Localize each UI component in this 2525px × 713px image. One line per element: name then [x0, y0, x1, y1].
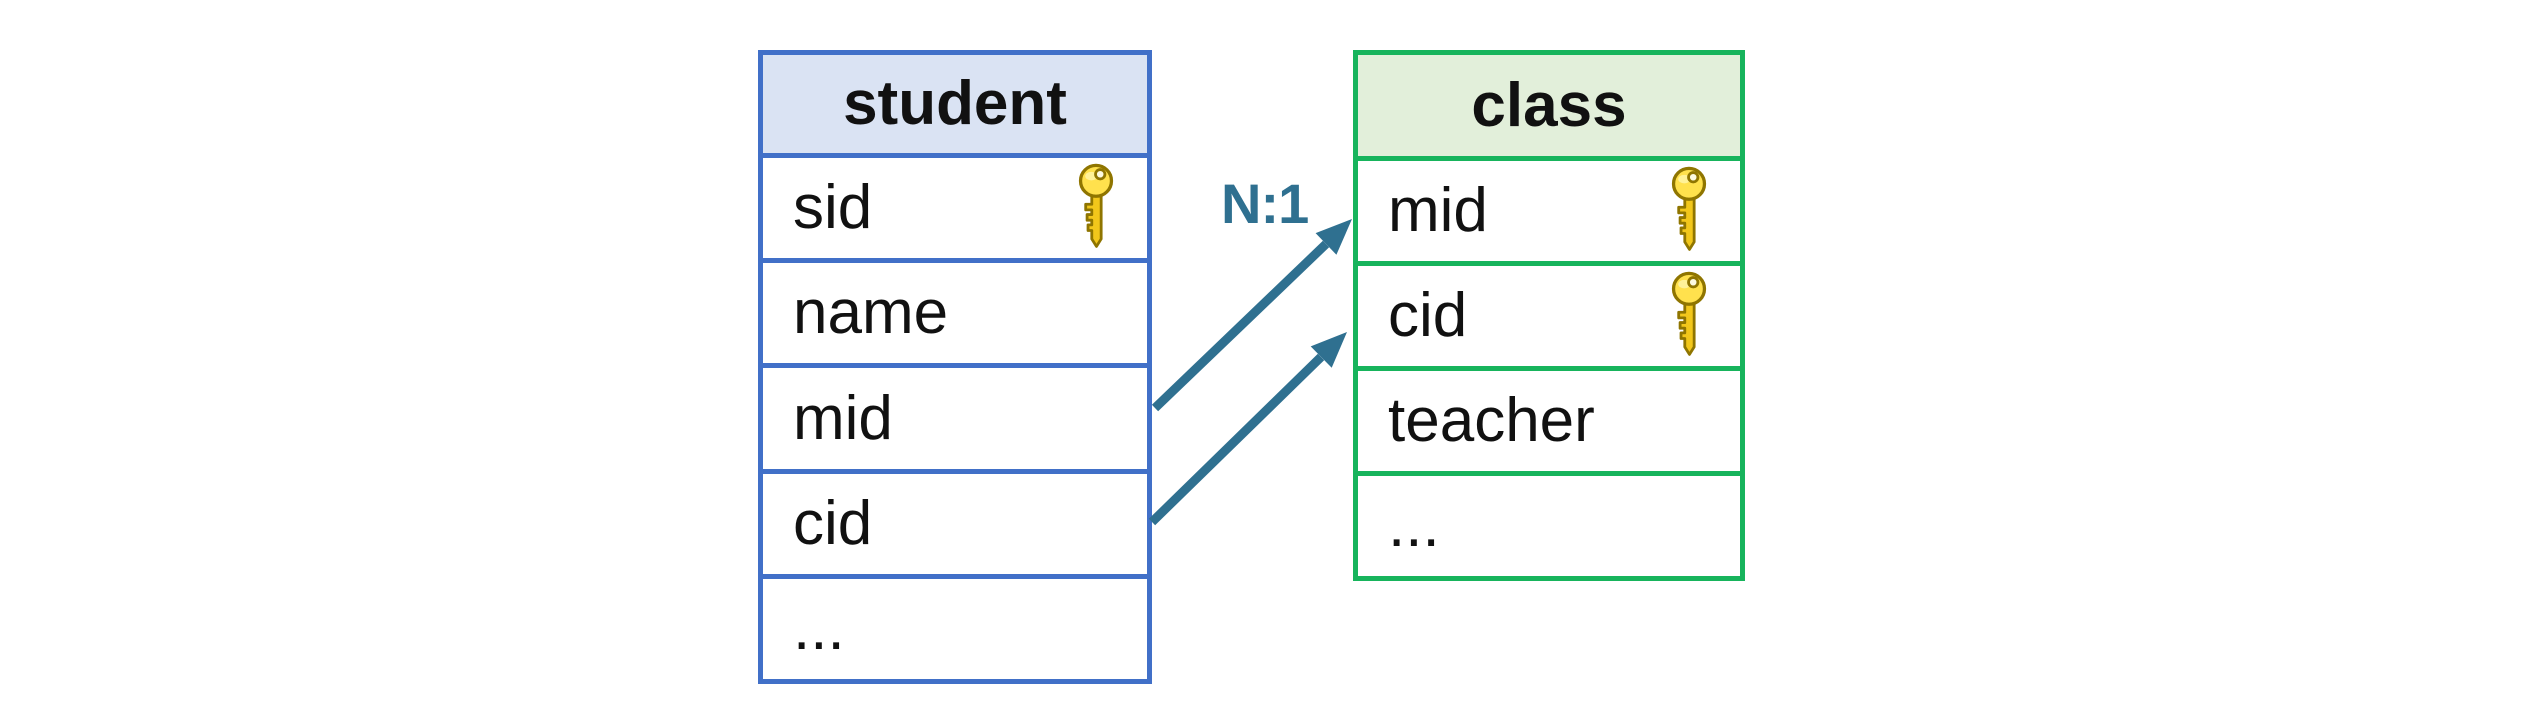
field-name: cid: [793, 488, 873, 558]
key-icon: [1671, 166, 1707, 251]
field-name: teacher: [1388, 386, 1595, 455]
table-title: class: [1358, 55, 1740, 161]
key-icon: [1078, 163, 1114, 248]
table-row: name: [763, 258, 1147, 364]
field-name: ...: [1388, 491, 1440, 560]
table-class: class mid cid teacher ...: [1353, 50, 1745, 581]
field-name: cid: [1388, 281, 1468, 350]
field-name: name: [793, 278, 949, 348]
table-title: student: [763, 55, 1147, 158]
table-row: mid: [1358, 161, 1740, 261]
relationship-arrow-mid: [1151, 219, 1352, 412]
table-row: sid: [763, 158, 1147, 259]
field-name: sid: [793, 173, 873, 243]
table-row: cid: [763, 468, 1147, 574]
field-name: mid: [793, 383, 893, 453]
table-row: teacher: [1358, 366, 1740, 471]
table-student: student sid name mid cid ...: [758, 50, 1152, 684]
relationship-arrow-cid: [1148, 332, 1347, 526]
field-name: ...: [793, 593, 845, 663]
field-name: mid: [1388, 176, 1488, 245]
table-row: ...: [763, 573, 1147, 680]
table-row: ...: [1358, 471, 1740, 576]
table-row: cid: [1358, 261, 1740, 366]
relationship-label: N:1: [1221, 172, 1309, 235]
table-row: mid: [763, 363, 1147, 469]
key-icon: [1671, 271, 1707, 356]
